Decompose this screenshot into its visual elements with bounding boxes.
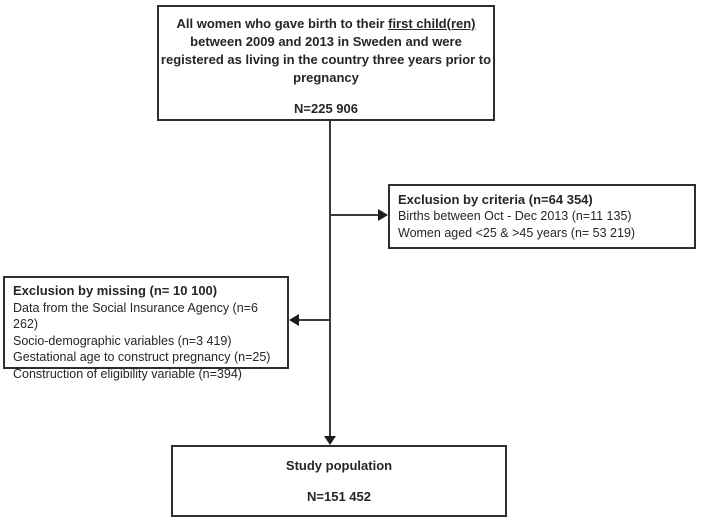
cohort-line1-prefix: All women who gave birth to their — [176, 16, 389, 31]
arrowhead-down-icon — [324, 436, 336, 445]
exclusion-missing-item: Construction of eligibility variable (n=… — [13, 366, 242, 381]
exclusion-criteria-header: Exclusion by criteria (n=64 354) — [398, 192, 593, 207]
exclusion-missing-header: Exclusion by missing (n= 10 100) — [13, 283, 218, 298]
exclusion-missing-item: Socio-demographic variables (n=3 419) — [13, 333, 232, 348]
branch-line-to-missing — [297, 319, 330, 321]
study-population-box: Study population N=151 452 — [171, 445, 507, 517]
main-vertical-connector — [329, 121, 331, 438]
cohort-box: All women who gave birth to their first … — [157, 5, 495, 121]
exclusion-criteria-item: Births between Oct - Dec 2013 (n=11 135) — [398, 209, 632, 223]
exclusion-criteria-box: Exclusion by criteria (n=64 354) Births … — [388, 184, 696, 249]
branch-line-to-criteria — [330, 214, 379, 216]
study-population-title: Study population — [285, 458, 393, 473]
exclusion-missing-item: Gestational age to construct pregnancy (… — [13, 350, 271, 364]
arrowhead-right-icon — [378, 209, 388, 221]
exclusion-criteria-item: Women aged <25 & >45 years (n= 53 219) — [398, 226, 636, 240]
exclusion-missing-box: Exclusion by missing (n= 10 100) Data fr… — [3, 276, 289, 381]
cohort-n-count: N=225 906 — [294, 101, 358, 116]
cohort-line1-underlined: first child(ren) — [388, 16, 476, 31]
cohort-line4: pregnancy — [293, 70, 359, 85]
cohort-line2: between 2009 and 2013 in Sweden and were — [190, 34, 462, 49]
arrowhead-left-icon — [289, 314, 299, 326]
exclusion-missing-item: Data from the Social Insurance Agency (n… — [13, 300, 258, 332]
cohort-line3: registered as living in the country thre… — [160, 52, 492, 67]
cohort-description: All women who gave birth to their first … — [159, 15, 493, 87]
study-population-n-count: N=151 452 — [307, 489, 371, 504]
